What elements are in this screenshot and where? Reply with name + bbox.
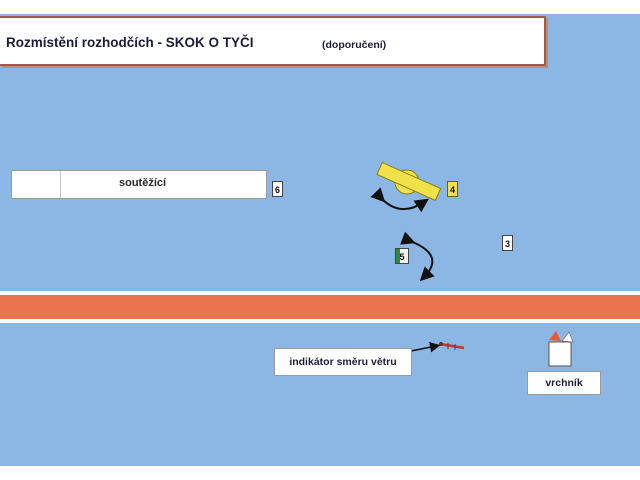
page-title: Rozmístění rozhodčích - SKOK O TYČI	[6, 35, 254, 50]
page-subtitle: (doporučení)	[322, 39, 387, 51]
runway-box: soutěžící	[11, 170, 267, 199]
chief-judge-label: vrchník	[527, 371, 601, 395]
title-box: Rozmístění rozhodčích - SKOK O TYČI (dop…	[0, 16, 546, 66]
bar-icon	[376, 161, 442, 202]
judge-6: 6	[272, 181, 283, 197]
rotation-arrow-icon	[400, 231, 435, 282]
rotation-arrow-icon	[370, 187, 429, 213]
judge-3-number: 3	[504, 239, 510, 249]
runway-label: soutěžící	[119, 177, 167, 189]
judge-5-flag	[396, 249, 400, 263]
judge-3: 3	[502, 235, 513, 251]
wind-indicator-label: indikátor směru větru	[274, 348, 412, 376]
judge-4: 4	[447, 181, 458, 197]
runway-divider	[60, 171, 61, 198]
running-track	[0, 291, 640, 323]
judge-6-number: 6	[274, 185, 280, 195]
chair-icon	[548, 331, 574, 367]
judge-4-number: 4	[449, 185, 455, 195]
wind-sock-icon	[439, 342, 465, 350]
